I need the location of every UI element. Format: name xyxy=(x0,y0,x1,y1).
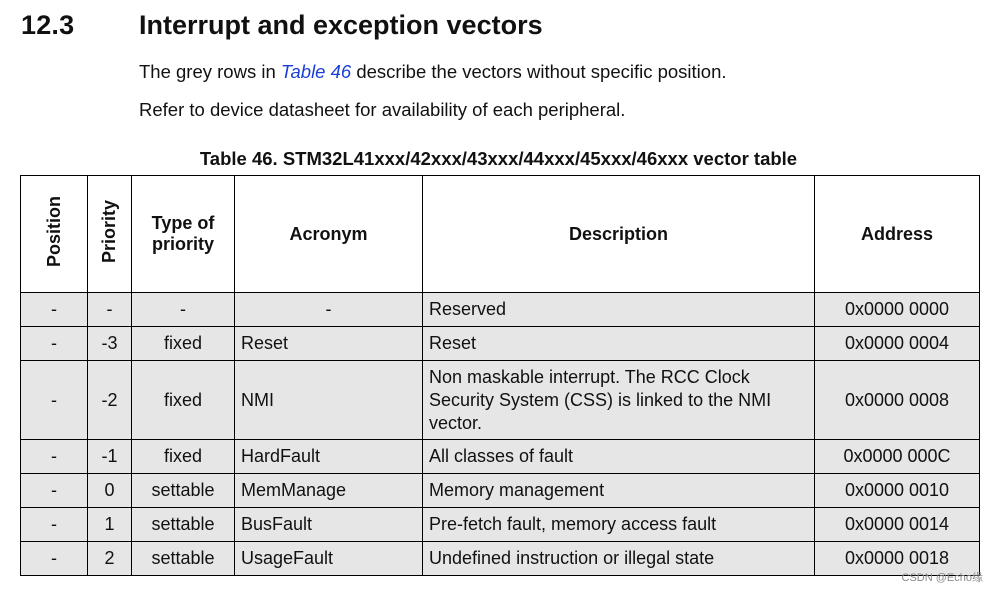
header-address: Address xyxy=(814,175,980,293)
table-header-row: Position Priority Type of priority Acron… xyxy=(20,175,980,293)
cell-priority: -1 xyxy=(87,439,132,474)
cell-address: 0x0000 0008 xyxy=(814,360,980,440)
watermark: CSDN @Echo缘 xyxy=(901,572,983,584)
section-number: 12.3 xyxy=(21,10,75,40)
table-row: - -1 fixed HardFault All classes of faul… xyxy=(20,439,980,474)
cell-type: fixed xyxy=(131,439,235,474)
table-row: - -2 fixed NMI Non maskable interrupt. T… xyxy=(20,360,980,440)
cell-description: Non maskable interrupt. The RCC Clock Se… xyxy=(422,360,815,440)
table-row: - - - - Reserved 0x0000 0000 xyxy=(20,292,980,327)
table-row: - -3 fixed Reset Reset 0x0000 0004 xyxy=(20,326,980,361)
cell-position: - xyxy=(20,439,88,474)
cell-position: - xyxy=(20,360,88,440)
cell-acronym: BusFault xyxy=(234,507,423,542)
header-type-line1: Type of xyxy=(151,213,215,233)
header-priority: Priority xyxy=(87,175,132,293)
header-position-label: Position xyxy=(43,196,64,267)
cell-priority: 2 xyxy=(87,541,132,576)
cell-acronym: UsageFault xyxy=(234,541,423,576)
cell-acronym: - xyxy=(234,292,423,327)
cell-priority: -3 xyxy=(87,326,132,361)
table-row: - 0 settable MemManage Memory management… xyxy=(20,473,980,508)
cell-acronym: MemManage xyxy=(234,473,423,508)
cell-priority: -2 xyxy=(87,360,132,440)
section-title: Interrupt and exception vectors xyxy=(139,10,543,40)
cell-position: - xyxy=(20,473,88,508)
cell-acronym: Reset xyxy=(234,326,423,361)
description-line: vector. xyxy=(429,412,483,433)
header-position: Position xyxy=(20,175,88,293)
cell-type: fixed xyxy=(131,360,235,440)
cell-description: Memory management xyxy=(422,473,815,508)
cell-address: 0x0000 0018 xyxy=(814,541,980,576)
cell-priority: - xyxy=(87,292,132,327)
cell-position: - xyxy=(20,507,88,542)
description-line: Non maskable interrupt. The RCC Clock xyxy=(429,366,750,387)
header-priority-label: Priority xyxy=(99,199,119,264)
intro-text-end: describe the vectors without specific po… xyxy=(351,61,727,82)
cell-position: - xyxy=(20,292,88,327)
cell-description: All classes of fault xyxy=(422,439,815,474)
cell-type: settable xyxy=(131,541,235,576)
cell-type: fixed xyxy=(131,326,235,361)
header-type-of-priority: Type of priority xyxy=(131,175,235,293)
cell-address: 0x0000 0000 xyxy=(814,292,980,327)
header-acronym: Acronym xyxy=(234,175,423,293)
table-caption: Table 46. STM32L41xxx/42xxx/43xxx/44xxx/… xyxy=(199,148,798,169)
datasheet-note: Refer to device datasheet for availabili… xyxy=(139,99,626,120)
vector-table: Position Priority Type of priority Acron… xyxy=(20,175,980,576)
cell-description: Pre-fetch fault, memory access fault xyxy=(422,507,815,542)
cell-address: 0x0000 000C xyxy=(814,439,980,474)
table-row: - 2 settable UsageFault Undefined instru… xyxy=(20,541,980,576)
cell-acronym: NMI xyxy=(234,360,423,440)
cell-address: 0x0000 0014 xyxy=(814,507,980,542)
cell-type: settable xyxy=(131,473,235,508)
cell-priority: 1 xyxy=(87,507,132,542)
table-row: - 1 settable BusFault Pre-fetch fault, m… xyxy=(20,507,980,542)
cell-description: Undefined instruction or illegal state xyxy=(422,541,815,576)
cell-type: settable xyxy=(131,507,235,542)
cell-address: 0x0000 0004 xyxy=(814,326,980,361)
header-description: Description xyxy=(422,175,815,293)
description-line: Security System (CSS) is linked to the N… xyxy=(429,389,772,410)
cell-type: - xyxy=(131,292,235,327)
header-type-line2: priority xyxy=(151,234,214,254)
cell-description: Reserved xyxy=(422,292,815,327)
cell-description: Reset xyxy=(422,326,815,361)
intro-text-start: The grey rows in xyxy=(139,61,281,82)
cell-position: - xyxy=(20,326,88,361)
cell-position: - xyxy=(20,541,88,576)
cell-priority: 0 xyxy=(87,473,132,508)
cell-address: 0x0000 0010 xyxy=(814,473,980,508)
table-reference-link[interactable]: Table 46 xyxy=(280,61,352,82)
intro-paragraph: The grey rows in Table 46 describe the v… xyxy=(139,61,727,83)
cell-acronym: HardFault xyxy=(234,439,423,474)
